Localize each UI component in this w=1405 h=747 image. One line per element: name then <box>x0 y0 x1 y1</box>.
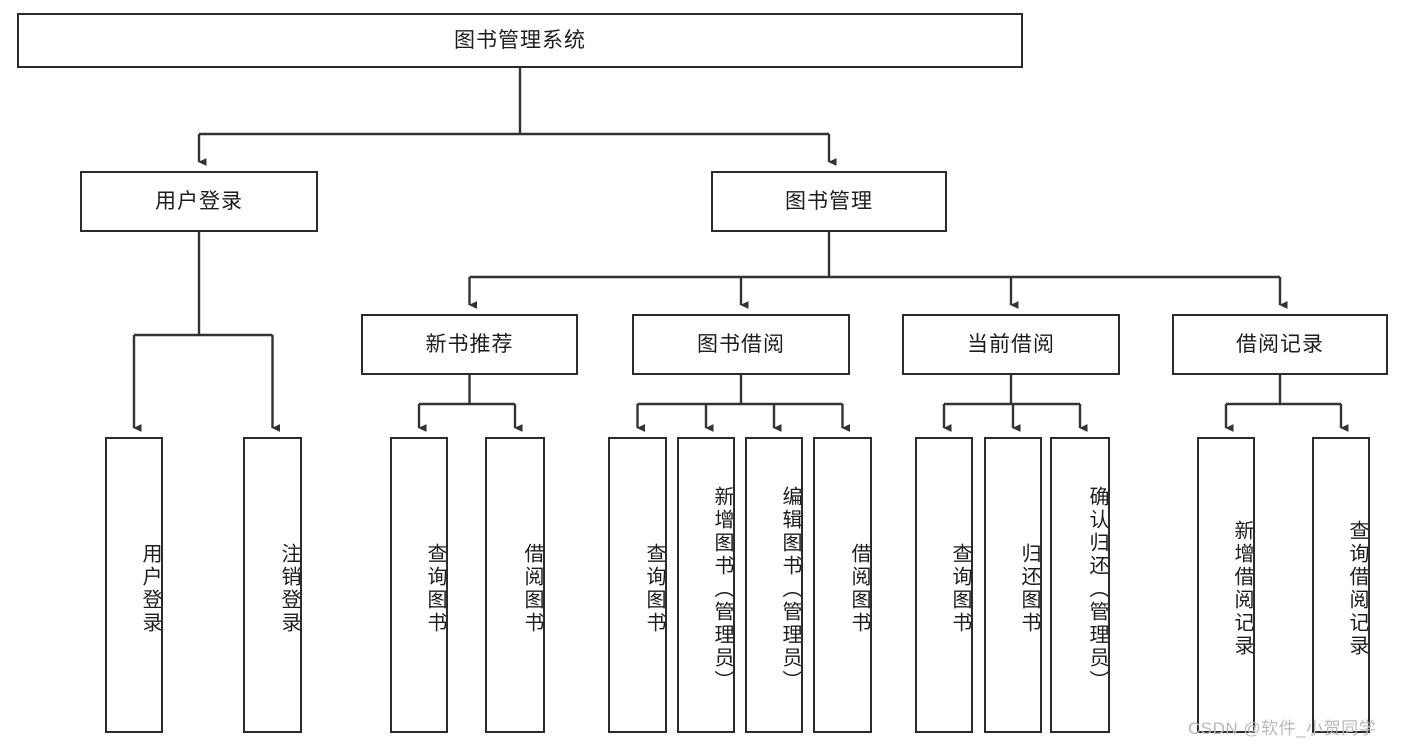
node-leaf-borrow-book-recommend-label: 借阅图书 <box>521 543 543 635</box>
node-leaf-add-borrow-record-label: 新增借阅记录 <box>1231 520 1253 658</box>
node-leaf-query-book-recommend[interactable]: 查询图书 <box>390 437 448 733</box>
node-leaf-query-book-recommend-label: 查询图书 <box>424 543 446 635</box>
node-book-borrow[interactable]: 图书借阅 <box>632 314 850 375</box>
node-book-management[interactable]: 图书管理 <box>711 171 947 232</box>
node-leaf-add-borrow-record[interactable]: 新增借阅记录 <box>1197 437 1255 733</box>
node-book-borrow-label: 图书借阅 <box>697 332 785 356</box>
node-leaf-query-borrow-record[interactable]: 查询借阅记录 <box>1312 437 1370 733</box>
node-leaf-add-book-admin[interactable]: 新增图书（管理员） <box>677 437 735 733</box>
node-leaf-query-book-borrow-label: 查询图书 <box>643 543 665 635</box>
node-leaf-borrow-book-recommend[interactable]: 借阅图书 <box>485 437 545 733</box>
node-leaf-add-book-admin-label: 新增图书（管理员） <box>711 485 733 693</box>
node-leaf-confirm-return-admin[interactable]: 确认归还（管理员） <box>1050 437 1110 733</box>
node-leaf-logout[interactable]: 注销登录 <box>243 437 302 733</box>
node-leaf-user-login-label: 用户登录 <box>139 543 161 635</box>
node-leaf-edit-book-admin-label: 编辑图书（管理员） <box>779 485 801 693</box>
node-root[interactable]: 图书管理系统 <box>17 13 1023 68</box>
node-leaf-query-book-current[interactable]: 查询图书 <box>915 437 973 733</box>
node-leaf-edit-book-admin[interactable]: 编辑图书（管理员） <box>745 437 803 733</box>
node-current-borrow-label: 当前借阅 <box>967 332 1055 356</box>
node-user-login-label: 用户登录 <box>155 189 243 213</box>
node-leaf-query-book-current-label: 查询图书 <box>949 543 971 635</box>
node-leaf-query-book-borrow[interactable]: 查询图书 <box>608 437 667 733</box>
node-leaf-borrow-book[interactable]: 借阅图书 <box>813 437 872 733</box>
node-book-management-label: 图书管理 <box>785 189 873 213</box>
node-leaf-return-book[interactable]: 归还图书 <box>984 437 1042 733</box>
node-leaf-user-login[interactable]: 用户登录 <box>105 437 163 733</box>
node-leaf-confirm-return-admin-label: 确认归还（管理员） <box>1086 485 1108 693</box>
node-user-login[interactable]: 用户登录 <box>80 171 318 232</box>
node-new-book-recommend-label: 新书推荐 <box>425 332 514 356</box>
node-leaf-query-borrow-record-label: 查询借阅记录 <box>1346 520 1368 658</box>
node-borrow-record[interactable]: 借阅记录 <box>1172 314 1388 375</box>
node-leaf-borrow-book-label: 借阅图书 <box>848 543 870 635</box>
node-root-label: 图书管理系统 <box>454 28 586 52</box>
node-borrow-record-label: 借阅记录 <box>1236 332 1324 356</box>
node-leaf-logout-label: 注销登录 <box>278 543 300 635</box>
node-current-borrow[interactable]: 当前借阅 <box>902 314 1120 375</box>
node-leaf-return-book-label: 归还图书 <box>1018 543 1040 635</box>
node-new-book-recommend[interactable]: 新书推荐 <box>361 314 578 375</box>
